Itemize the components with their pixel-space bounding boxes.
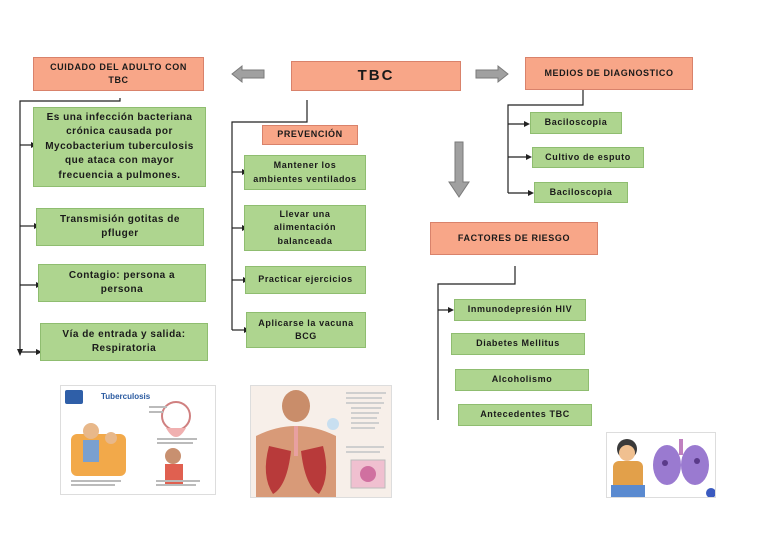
center-item-3: Practicar ejercicios [245, 266, 366, 294]
right-top-item-2-text: Cultivo de esputo [545, 151, 631, 162]
center-heading-box: PREVENCIÓN [262, 125, 358, 145]
center-item-2-text: Llevar una alimentación balanceada [273, 209, 337, 246]
right-bottom-heading-box: FACTORES DE RIESGO [430, 222, 598, 255]
right-bottom-item-4-text: Antecedentes TBC [480, 409, 570, 420]
right-bottom-item-1: Inmunodepresión HIV [454, 299, 586, 321]
left-item-4-text: Vía de entrada y salida: Respiratoria [62, 328, 186, 355]
left-heading: CUIDADO DEL ADULTO CON TBC [50, 61, 187, 85]
center-item-2: Llevar una alimentación balanceada [244, 205, 366, 251]
title-box: TBC [291, 61, 461, 91]
right-bottom-item-1-text: Inmunodepresión HIV [467, 304, 573, 315]
right-bottom-item-3-text: Alcoholismo [491, 374, 553, 385]
cartoon-lungs-image [606, 432, 716, 498]
lungs-anatomy-image [250, 385, 392, 498]
cartoon-illustration [607, 433, 715, 497]
right-top-item-1: Baciloscopia [530, 112, 622, 134]
tuberculosis-infographic-image: Tuberculosis [60, 385, 216, 495]
center-item-4-text: Aplicarse la vacuna BCG [258, 317, 354, 341]
right-bottom-item-4: Antecedentes TBC [458, 404, 592, 426]
center-item-1-text: Mantener los ambientes ventilados [253, 160, 357, 184]
right-top-item-2: Cultivo de esputo [532, 147, 644, 168]
right-top-item-3: Baciloscopia [534, 182, 628, 203]
right-top-heading: MEDIOS DE DIAGNOSTICO [544, 67, 674, 78]
center-item-3-text: Practicar ejercicios [258, 274, 353, 285]
right-top-item-3-text: Baciloscopia [549, 186, 613, 197]
left-item-2-text: Transmisión gotitas de pfluger [60, 213, 180, 240]
left-item-1-text: Es una infección bacteriana crónica caus… [45, 111, 194, 181]
left-heading-box: CUIDADO DEL ADULTO CON TBC [33, 57, 204, 91]
infographic-illustration [65, 390, 200, 486]
center-item-1: Mantener los ambientes ventilados [244, 155, 366, 190]
right-top-heading-box: MEDIOS DE DIAGNOSTICO [525, 57, 693, 90]
infographic-caption: Tuberculosis [101, 392, 151, 401]
left-item-3-text: Contagio: persona a persona [68, 269, 176, 296]
anatomy-illustration [251, 386, 391, 497]
left-item-1: Es una infección bacteriana crónica caus… [33, 107, 206, 187]
right-top-item-1-text: Baciloscopia [544, 117, 608, 128]
right-bottom-item-2-text: Diabetes Mellitus [476, 338, 560, 349]
left-item-2: Transmisión gotitas de pfluger [36, 208, 204, 246]
center-heading: PREVENCIÓN [277, 129, 343, 140]
left-item-4: Vía de entrada y salida: Respiratoria [40, 323, 208, 361]
left-item-3: Contagio: persona a persona [38, 264, 206, 302]
right-bottom-item-3: Alcoholismo [455, 369, 589, 391]
center-item-4: Aplicarse la vacuna BCG [246, 312, 366, 348]
right-bottom-item-2: Diabetes Mellitus [451, 333, 585, 355]
title-text: TBC [357, 67, 395, 85]
right-bottom-heading: FACTORES DE RIESGO [457, 232, 571, 243]
